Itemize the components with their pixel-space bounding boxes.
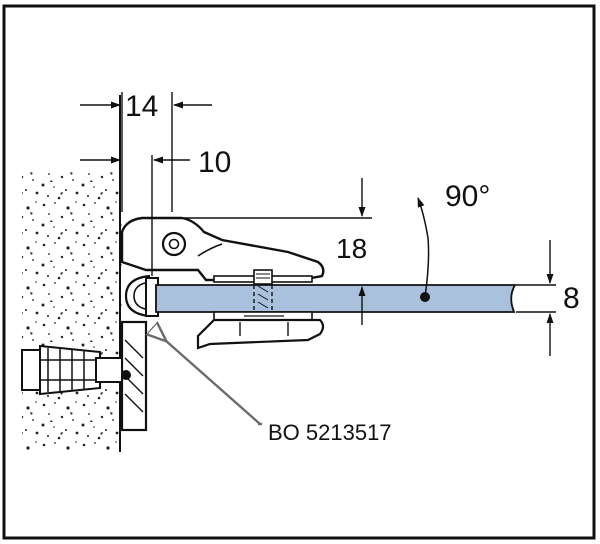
- dimension-angle: 90°: [417, 180, 490, 298]
- dim-18-label: 18: [336, 233, 367, 264]
- dim-10-label: 10: [198, 146, 231, 179]
- wall-anchor: [21, 344, 131, 396]
- dimension-10: 10: [80, 146, 231, 276]
- dimension-8: 8: [516, 240, 580, 356]
- drawing-frame: [2, 4, 596, 540]
- glass-panel: [155, 284, 517, 313]
- dim-8-label: 8: [563, 282, 580, 315]
- hinge-lower-clamp: [196, 311, 325, 350]
- edge-seal: [124, 274, 159, 318]
- dimension-18: 18: [184, 178, 372, 325]
- dim-14-label: 14: [125, 90, 158, 123]
- clamp-screw: [253, 269, 273, 312]
- concrete-wall: [22, 95, 122, 452]
- part-reference: BO 5213517: [165, 340, 392, 445]
- dim-angle-label: 90°: [445, 180, 490, 213]
- part-reference-label: BO 5213517: [268, 420, 392, 445]
- dimension-14: 14: [80, 90, 212, 212]
